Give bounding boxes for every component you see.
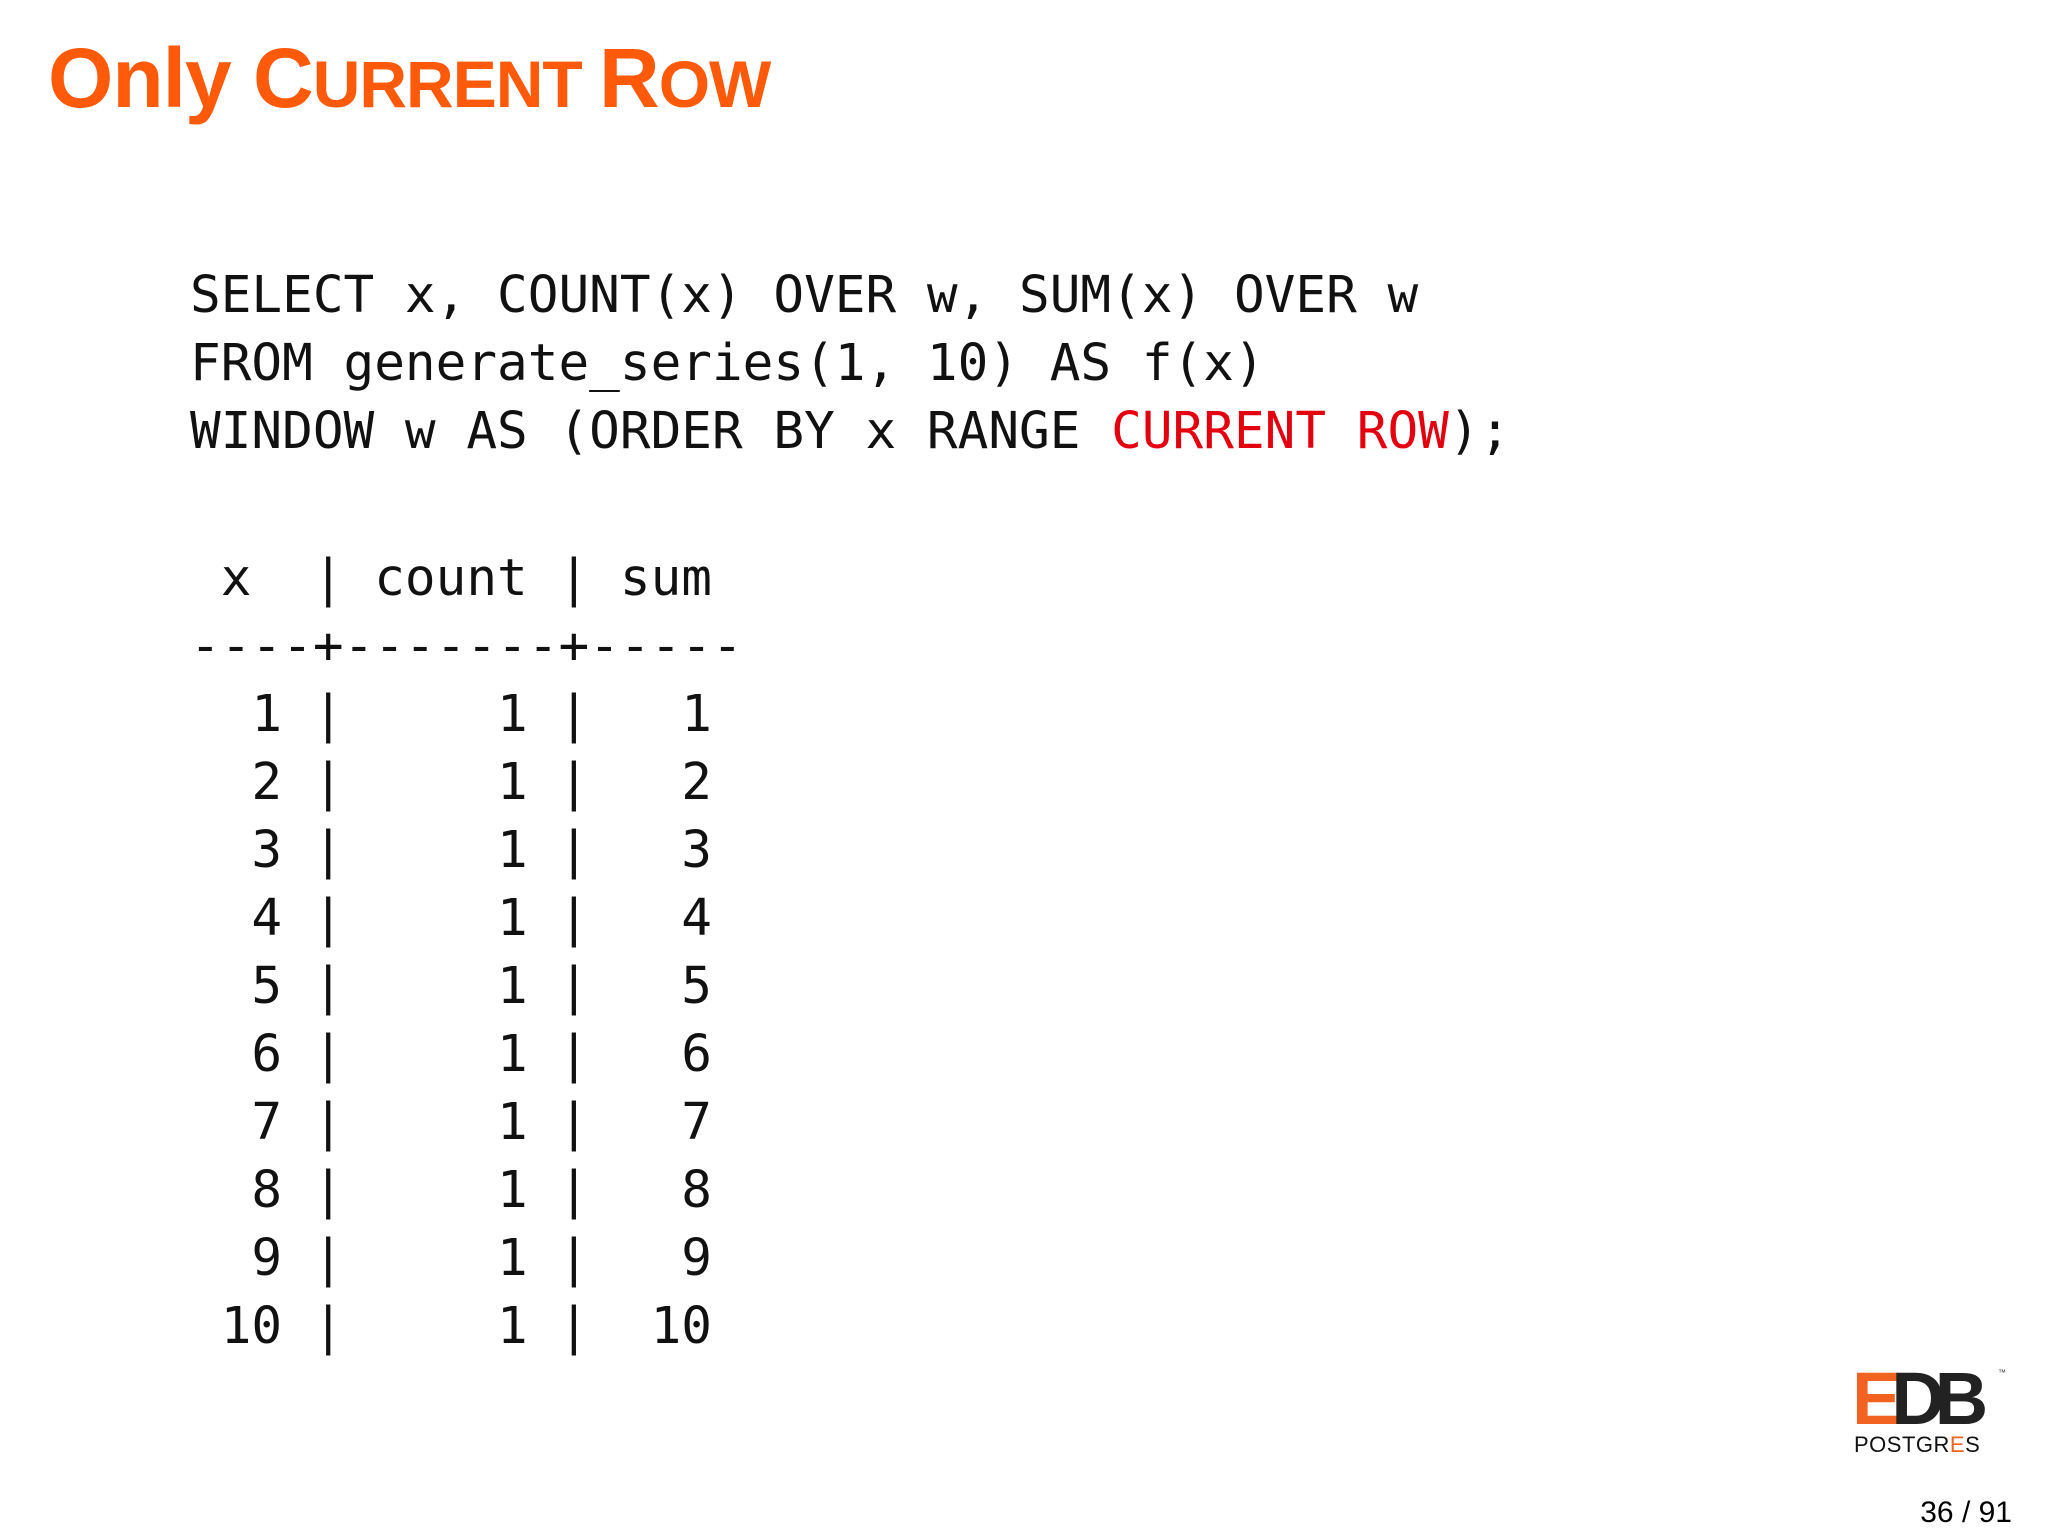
sql-query: SELECT x, COUNT(x) OVER w, SUM(x) OVER w… — [190, 262, 1510, 466]
wordmark-end: S — [1965, 1432, 1981, 1457]
title-word-row-initial: R — [599, 31, 660, 125]
sql-line-from: FROM generate_series(1, 10) AS f(x) — [190, 334, 1265, 393]
title-word-row-rest: OW — [658, 47, 772, 121]
result-row: 4 | 1 | 4 — [190, 889, 712, 948]
sql-highlight-current-row: CURRENT ROW — [1111, 402, 1449, 461]
edb-logo-mark: EDB — [1852, 1362, 2000, 1436]
result-row: 6 | 1 | 6 — [190, 1025, 712, 1084]
wordmark-accent: E — [1949, 1432, 1966, 1457]
title-word-current-rest: URRENT — [312, 47, 600, 121]
result-row: 8 | 1 | 8 — [190, 1161, 712, 1220]
title-word-current-initial: C — [253, 31, 314, 125]
result-row: 5 | 1 | 5 — [190, 957, 712, 1016]
sql-window-prefix: WINDOW w AS (ORDER BY x RANGE — [190, 402, 1112, 461]
postgres-wordmark: POSTGRES — [1854, 1432, 1980, 1458]
edb-logo-db: DB — [1891, 1357, 1988, 1440]
page-number: 36 / 91 — [1920, 1496, 2012, 1529]
result-row: 2 | 1 | 2 — [190, 753, 712, 812]
result-row: 7 | 1 | 7 — [190, 1093, 712, 1152]
result-separator: ----+-------+----- — [190, 617, 743, 676]
sql-window-suffix: ); — [1448, 402, 1511, 461]
sql-line-window: WINDOW w AS (ORDER BY x RANGE CURRENT RO… — [190, 398, 1510, 466]
title-prefix: Only — [48, 31, 254, 125]
result-header: x | count | sum — [190, 549, 712, 608]
result-row: 10 | 1 | 10 — [190, 1297, 712, 1356]
edb-postgres-logo: EDB ™ POSTGRES — [1852, 1362, 2012, 1460]
slide-title: Only CURRENT ROW — [48, 28, 772, 134]
result-row: 9 | 1 | 9 — [190, 1229, 712, 1288]
result-row: 3 | 1 | 3 — [190, 821, 712, 880]
edb-logo-e: E — [1852, 1357, 1901, 1440]
trademark-symbol: ™ — [1998, 1368, 2006, 1377]
sql-line-select: SELECT x, COUNT(x) OVER w, SUM(x) OVER w — [190, 266, 1419, 325]
query-result: x | count | sum ----+-------+----- 1 | 1 … — [190, 545, 743, 1361]
result-row: 1 | 1 | 1 — [190, 685, 712, 744]
wordmark-start: POSTGR — [1854, 1432, 1950, 1457]
